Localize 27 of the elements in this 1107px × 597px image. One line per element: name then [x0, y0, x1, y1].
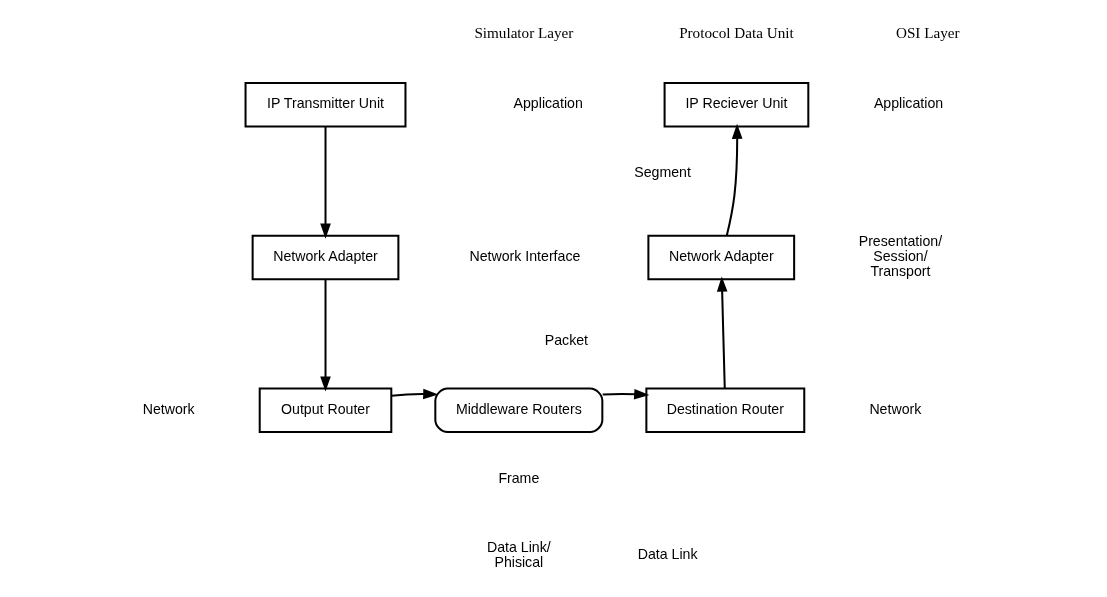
arrow [320, 126, 331, 239]
label: Data Link [637, 546, 698, 563]
node-box: Destination Router [645, 387, 806, 434]
label: Packet [544, 332, 589, 349]
arrow [725, 123, 743, 236]
label: Application [513, 95, 583, 112]
label: Frame [498, 469, 540, 486]
label: Segment [634, 164, 691, 181]
node-box: IP Transmitter Unit [244, 81, 407, 128]
label: Network [869, 401, 922, 418]
arrow [320, 279, 331, 392]
node-box: Network Adapter [647, 234, 796, 281]
arrow [602, 388, 650, 400]
node-box: Output Router [258, 387, 393, 434]
node-box: Network Adapter [251, 234, 400, 281]
label: Application [873, 95, 944, 112]
label: OSI Layer [895, 24, 960, 42]
node-box: IP Reciever Unit [663, 81, 810, 128]
label: Simulator Layer [474, 24, 574, 42]
node-box: Middleware Routers [434, 387, 604, 434]
label: Presentation/ Session/ Transport [858, 233, 943, 280]
arrow [716, 276, 728, 389]
arrow [391, 388, 439, 400]
label: Network [142, 401, 195, 418]
label: Network Interface [469, 248, 581, 265]
label: Data Link/ Phisical [486, 538, 551, 570]
label: Protocol Data Unit [679, 24, 794, 42]
